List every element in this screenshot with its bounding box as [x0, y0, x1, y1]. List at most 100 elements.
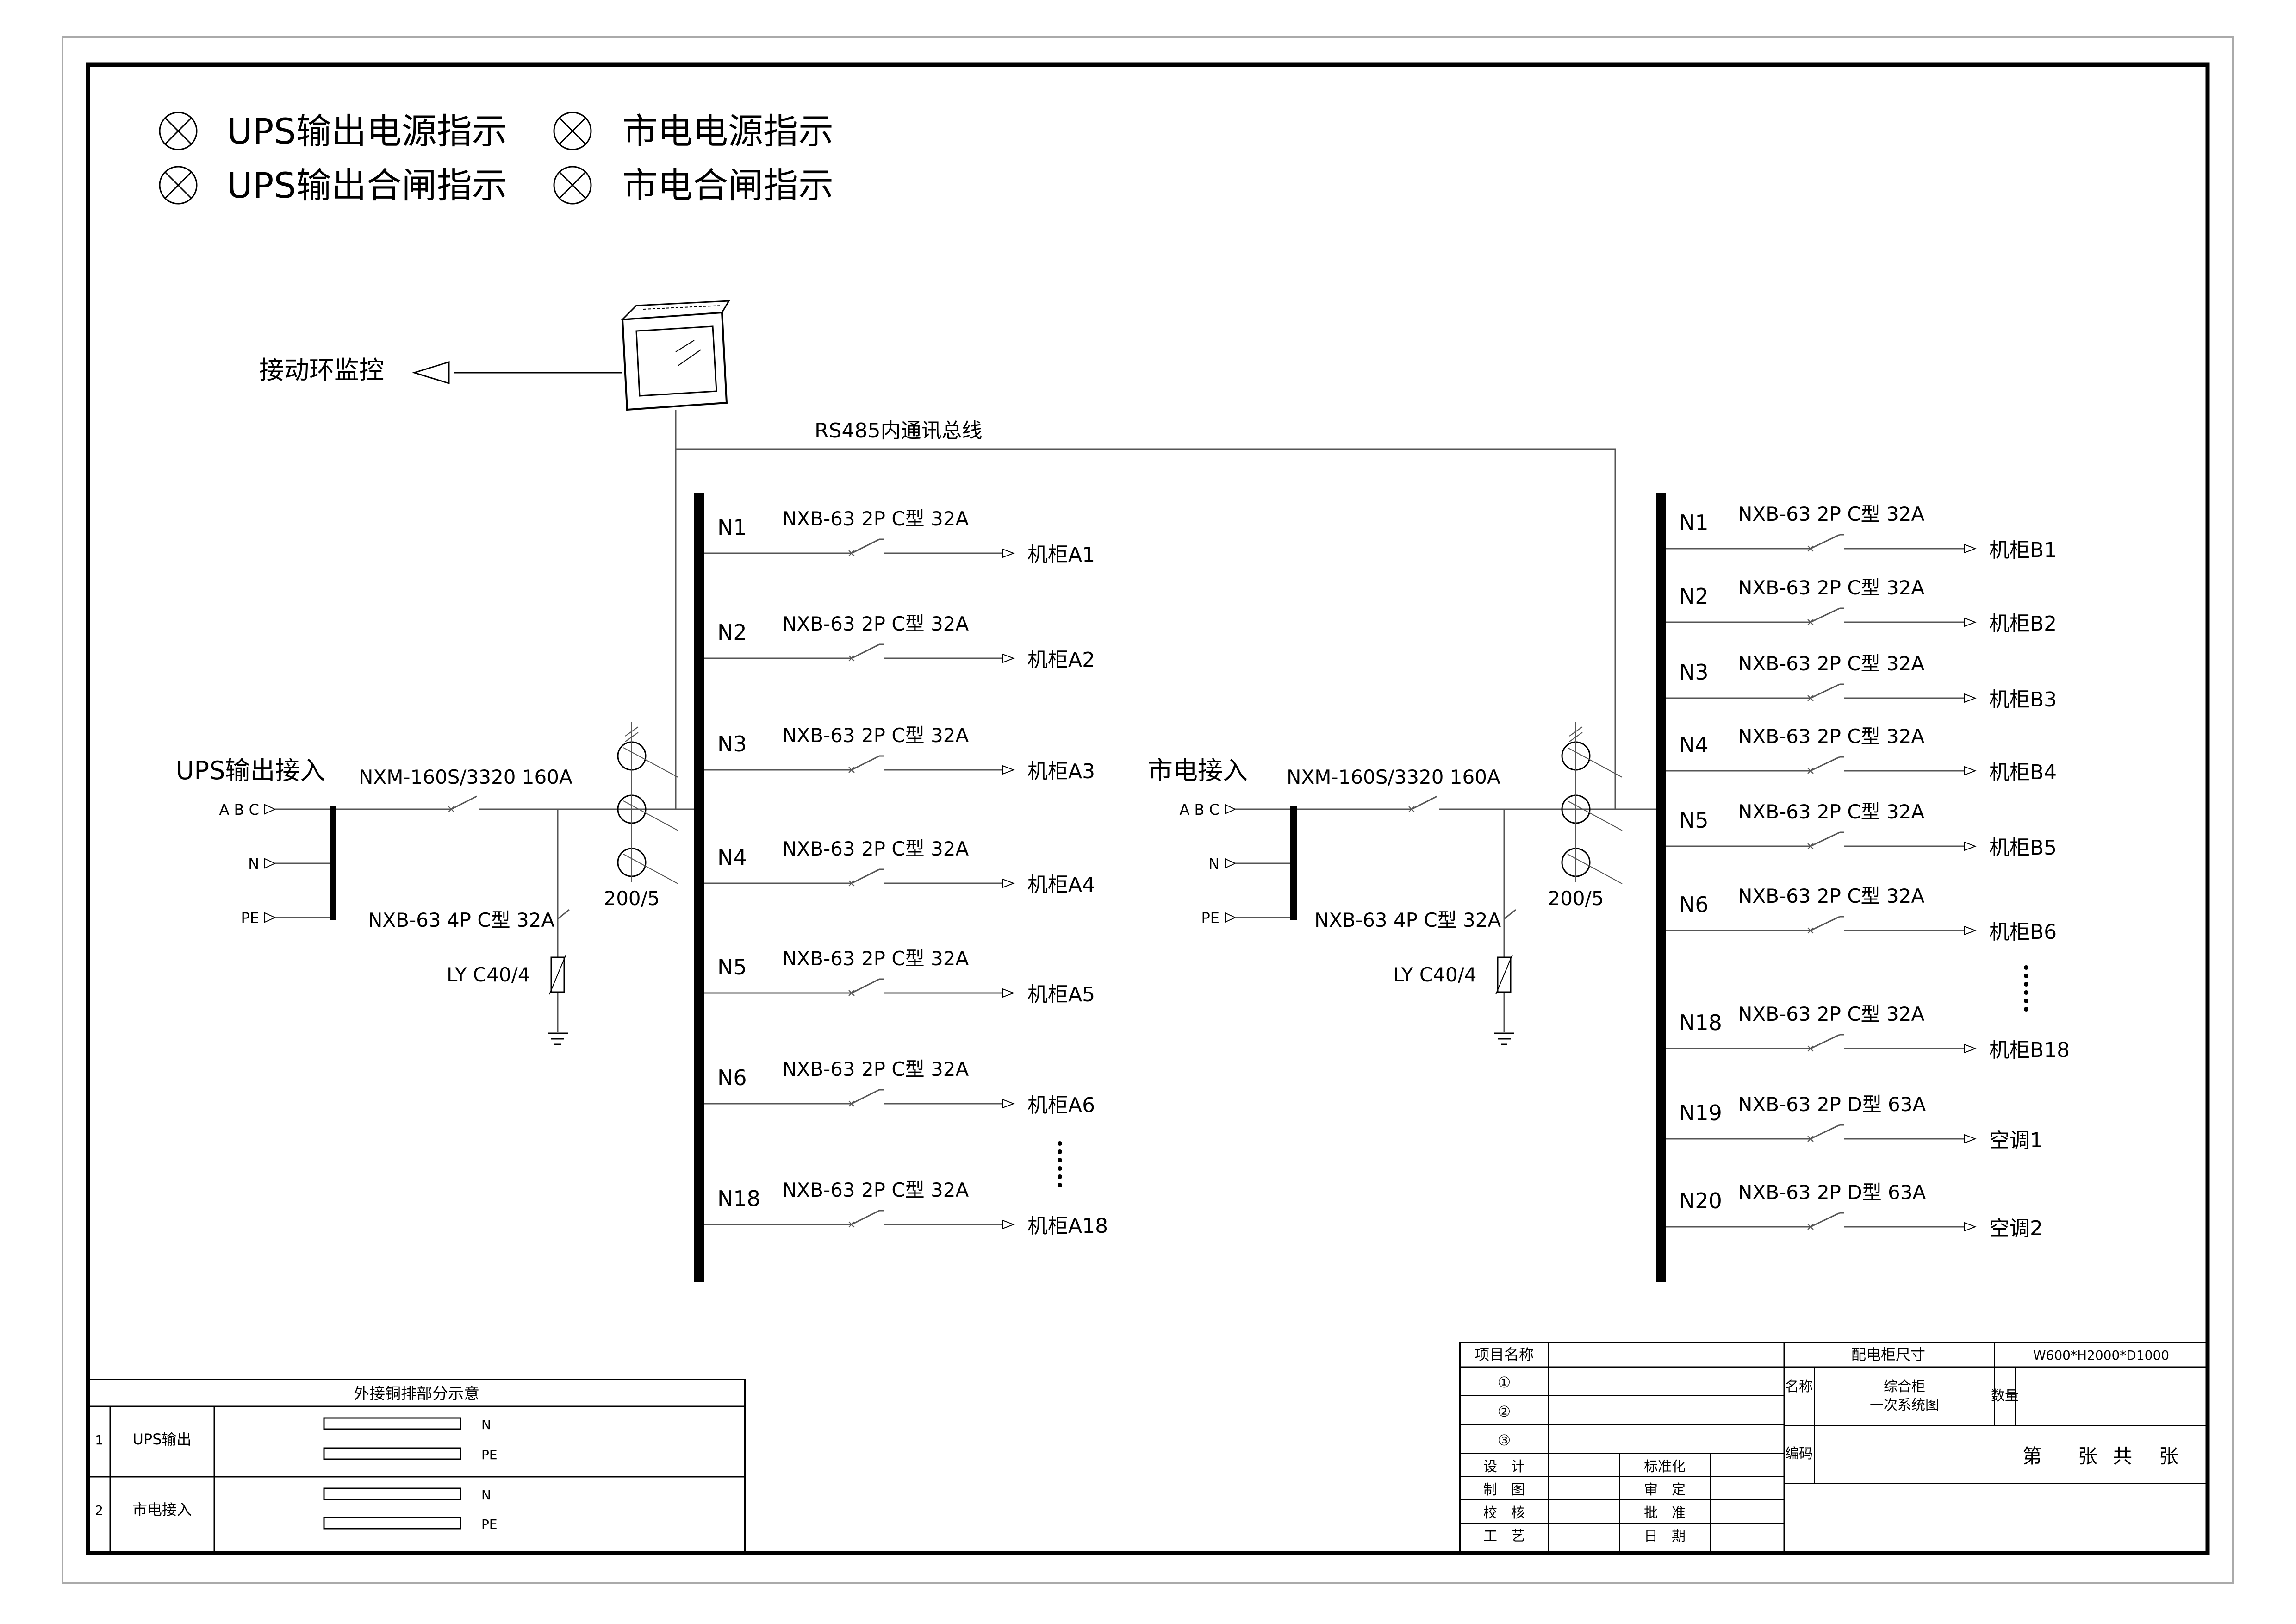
feeder-breaker: NXB-63 2P C型 32A: [1738, 576, 1924, 599]
breaker-blade: [1810, 534, 1840, 550]
copper-row-no: 1: [95, 1432, 103, 1448]
phase-label: A B C: [219, 801, 259, 818]
role-label: 审 定: [1644, 1482, 1686, 1498]
indicator-lamp-icon: [553, 112, 592, 150]
surge-protector-icon: [1495, 954, 1513, 995]
feeder-load: 机柜B1: [1989, 538, 2057, 562]
feeder-load: 机柜B18: [1989, 1038, 2070, 1062]
busbar-b: [1656, 493, 1666, 1282]
outer-frame: [62, 36, 2234, 1584]
feeder-load: 机柜A4: [1027, 873, 1095, 897]
breaker-blade: [851, 868, 880, 884]
feeder-load: 机柜A1: [1027, 543, 1095, 567]
feeder-breaker: NXB-63 2P C型 32A: [1738, 652, 1924, 675]
ct-lead: [623, 854, 678, 884]
feeder-circuit: N6 NXB-63 2P C型 32A 机柜A6: [704, 1058, 1095, 1117]
sheet-number: 共: [2113, 1445, 2132, 1468]
indicator-lamp-icon: [553, 166, 592, 205]
breaker-blade: [1411, 795, 1437, 810]
input-bar: [330, 806, 336, 920]
feeder-load: 机柜B3: [1989, 688, 2057, 712]
feeder-breaker: NXB-63 2P C型 32A: [782, 1058, 969, 1081]
copper-row-name: UPS输出: [132, 1430, 191, 1448]
terminal-arrow-icon: [1225, 804, 1237, 815]
role-label: 设 计: [1483, 1459, 1525, 1475]
legend-label: 市电合闸指示: [622, 165, 834, 206]
quantity-label: 数量: [1991, 1388, 2019, 1404]
feeder-breaker: NXB-63 2P D型 63A: [1738, 1093, 1926, 1116]
cabinet-size-value: W600*H2000*D1000: [2033, 1348, 2169, 1363]
role-label: 批 准: [1644, 1505, 1686, 1521]
ct-ratio-label: 200/5: [1548, 887, 1604, 910]
continuation-dots: [1058, 1141, 1062, 1187]
ct-lead: [623, 800, 678, 831]
feeder-id: N3: [1679, 660, 1709, 685]
arrow-right-icon: [1964, 1043, 1977, 1054]
copper-row-no: 2: [95, 1503, 103, 1518]
arrow-right-icon: [1964, 1222, 1977, 1232]
ct-mark: [1569, 732, 1583, 742]
breaker-blade: [1810, 683, 1840, 699]
feeder-load: 机柜A6: [1027, 1093, 1095, 1117]
feeder-circuit: N3 NXB-63 2P C型 32A 机柜B3: [1666, 652, 2057, 712]
breaker-blade: [851, 1210, 880, 1225]
ct-lead: [1567, 800, 1623, 831]
legend: UPS输出电源指示 市电电源指示 UPS输出合闸指示 市电合闸指示: [159, 111, 834, 206]
rs485-bus-line: [675, 410, 1616, 810]
arrow-right-icon: [1964, 693, 1977, 703]
arrow-right-icon: [1002, 988, 1015, 998]
arrow-right-icon: [1964, 543, 1977, 554]
legend-label: 市电电源指示: [622, 111, 834, 152]
feeder-breaker: NXB-63 2P C型 32A: [1738, 800, 1924, 823]
arrow-right-icon: [1964, 766, 1977, 776]
ct-ratio-label: 200/5: [604, 887, 660, 910]
feeder-id: N18: [717, 1186, 760, 1211]
copper-bar-label: N: [481, 1487, 491, 1503]
feeder-breaker: NXB-63 2P C型 32A: [1738, 885, 1924, 907]
breaker-blade: [451, 795, 477, 810]
phase-label: PE: [241, 909, 259, 927]
arrow-right-icon: [1002, 1219, 1015, 1230]
role-label: 工 艺: [1483, 1528, 1525, 1544]
name-label: 名称: [1785, 1379, 1813, 1395]
feeder-breaker: NXB-63 2P C型 32A: [782, 507, 969, 530]
surge-protector-icon: [549, 954, 566, 995]
input-title: 市电接入: [1148, 756, 1248, 785]
feeder-id: N18: [1679, 1010, 1722, 1035]
breaker-blade: [1810, 1124, 1840, 1140]
feeder-load: 机柜B2: [1989, 612, 2057, 636]
copper-bar-table: [87, 1379, 746, 1554]
copper-row-name: 市电接入: [132, 1501, 192, 1518]
ct-mark: [625, 732, 639, 742]
spd-breaker-label: NXB-63 4P C型 32A: [1314, 909, 1501, 931]
arrow-right-icon: [1964, 925, 1977, 936]
feeder-breaker: NXB-63 2P C型 32A: [1738, 725, 1924, 748]
terminal-arrow-icon: [264, 912, 276, 923]
feeder-id: N5: [1679, 808, 1709, 833]
input-bar: [1290, 806, 1297, 920]
feeder-id: N6: [717, 1065, 747, 1090]
legend-label: UPS输出合闸指示: [227, 165, 507, 206]
drawing-name: 一次系统图: [1870, 1397, 1939, 1413]
project-item: ①: [1498, 1374, 1511, 1391]
arrow-right-icon: [1002, 878, 1015, 888]
feeder-breaker: NXB-63 2P C型 32A: [782, 947, 969, 970]
drawing-border: [86, 62, 2210, 1555]
feeder-id: N19: [1679, 1100, 1722, 1125]
feeder-breaker: NXB-63 2P C型 32A: [782, 837, 969, 860]
ct-mark: [1569, 726, 1583, 737]
phase-label: N: [1208, 855, 1220, 873]
arrow-left-icon: [411, 361, 450, 385]
feeder-id: N5: [717, 955, 747, 980]
spd-label: LY C40/4: [1393, 963, 1476, 986]
feeder-load: 机柜A18: [1027, 1214, 1108, 1238]
